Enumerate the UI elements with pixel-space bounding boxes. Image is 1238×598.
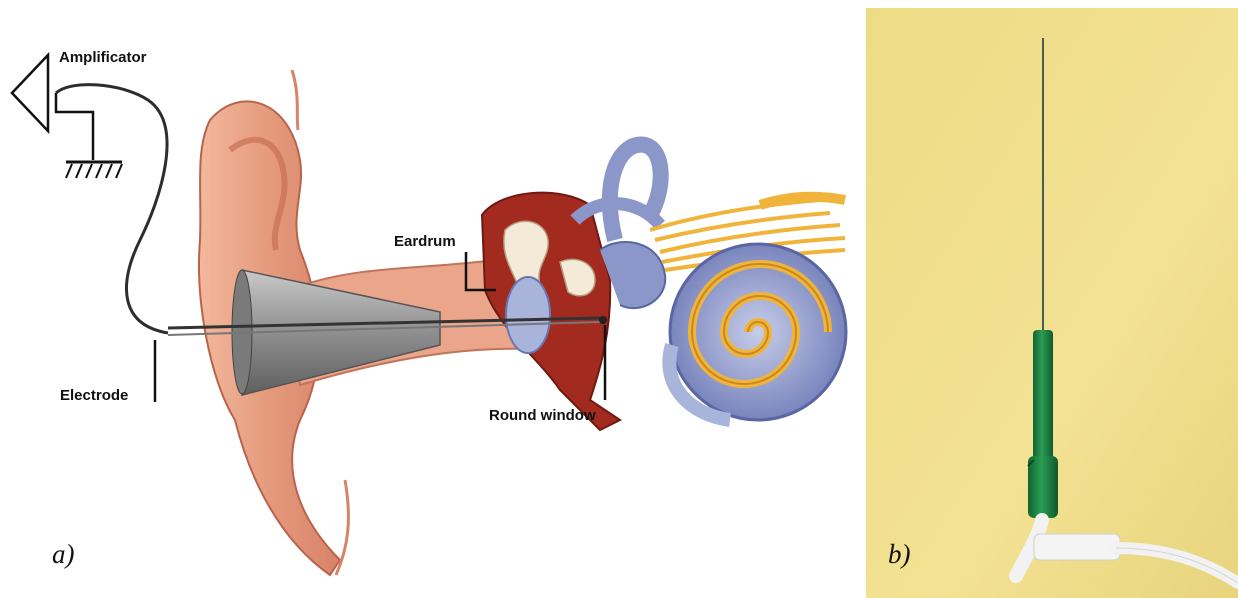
ear-anatomy-diagram: Amplificator Eardrum Electrode Round win…: [0, 0, 860, 598]
panel-b-sublabel: b): [888, 539, 911, 569]
cochlea: [669, 244, 846, 420]
ground-symbol: [66, 162, 122, 178]
eardrum-label: Eardrum: [394, 233, 456, 250]
eardrum: [506, 277, 550, 353]
amplifier-symbol: [12, 55, 93, 160]
electrode-photo: b): [866, 8, 1238, 598]
amplificator-label: Amplificator: [59, 49, 147, 66]
panel-a-sublabel: a): [52, 539, 75, 569]
middle-ear: [482, 193, 620, 430]
electrode-label: Electrode: [60, 387, 128, 404]
electrode-wire: [56, 85, 168, 333]
round-window-label: Round window: [489, 407, 596, 424]
